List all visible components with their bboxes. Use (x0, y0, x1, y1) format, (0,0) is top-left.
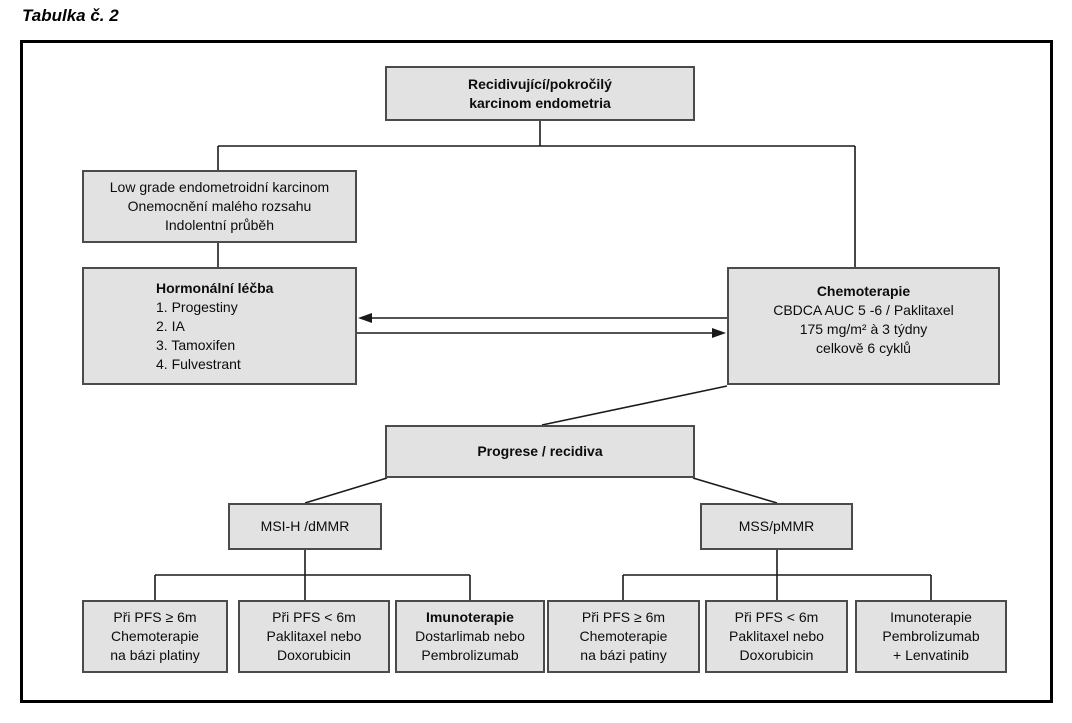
node-text-line: Při PFS ≥ 6m (581, 609, 666, 625)
node-immunotherapy-dostarlimab: Imunoterapie Dostarlimab nebo Pembrolizu… (395, 600, 545, 673)
node-text-line: Chemoterapie (579, 628, 668, 644)
node-text-line: Low grade endometroidní karcinom (109, 179, 330, 195)
node-immunotherapy-pembrolizumab-lenvatinib: Imunoterapie Pembrolizumab + Lenvatinib (855, 600, 1007, 673)
node-progression-recurrence: Progrese / recidiva (385, 425, 695, 478)
node-text-line: Dostarlimab nebo (415, 628, 525, 644)
figure-title: Tabulka č. 2 (22, 6, 119, 25)
node-text-line: 4. Fulvestrant (156, 355, 241, 372)
node-text-line: Pembrolizumab (882, 628, 980, 644)
node-mss-pmmr: MSS/pMMR (700, 503, 853, 550)
node-text-line: Paklitaxel nebo (266, 628, 362, 644)
node-text-line: + Lenvatinib (893, 647, 969, 663)
node-text-line: Pembrolizumab (421, 647, 519, 663)
node-recurrent-advanced-carcinoma: Recidivující/pokročilý karcinom endometr… (385, 66, 695, 121)
node-text-line: CBDCA AUC 5 -6 / Paklitaxel (773, 302, 954, 318)
node-text-line: Při PFS < 6m (272, 609, 356, 625)
node-low-grade-criteria: Low grade endometroidní karcinom Onemocn… (82, 170, 357, 243)
node-text-line: 3. Tamoxifen (156, 336, 236, 353)
node-text-line: Onemocnění malého rozsahu (127, 198, 312, 214)
node-text-line: Doxorubicin (277, 647, 351, 663)
node-text-line: Při PFS < 6m (734, 609, 819, 625)
node-text-line: Při PFS ≥ 6m (113, 609, 197, 625)
node-pfs-ge6m-platinum-left: Při PFS ≥ 6m Chemoterapie na bázi platin… (82, 600, 228, 673)
node-text-line: MSI-H /dMMR (260, 518, 350, 534)
node-text-line: karcinom endometria (469, 94, 611, 111)
node-text-line: Doxorubicin (739, 647, 814, 663)
node-text-line: Paklitaxel nebo (729, 628, 824, 644)
node-pfs-lt6m-paclitaxel-right: Při PFS < 6m Paklitaxel nebo Doxorubicin (705, 600, 848, 673)
node-text-line: Imunoterapie (890, 609, 972, 625)
node-title: Imunoterapie (426, 609, 514, 625)
node-text-line: Recidivující/pokročilý (468, 75, 612, 92)
node-text-line: Indolentní průběh (165, 217, 274, 233)
node-msi-h-dmmr: MSI-H /dMMR (228, 503, 382, 550)
node-chemotherapy: Chemoterapie CBDCA AUC 5 -6 / Paklitaxel… (727, 267, 1000, 385)
node-text-line: MSS/pMMR (738, 518, 815, 534)
node-title: Chemoterapie (816, 283, 911, 299)
node-text-line: 1. Progestiny (156, 298, 238, 315)
node-text-line: celkově 6 cyklů (816, 340, 911, 356)
node-text-line: na bázi platiny (110, 647, 200, 663)
node-title: Hormonální léčba (156, 279, 274, 296)
node-text-line: 175 mg/m² à 3 týdny (799, 321, 928, 337)
node-text-line: 2. IA (156, 317, 185, 334)
node-pfs-ge6m-platinum-right: Při PFS ≥ 6m Chemoterapie na bázi patiny (547, 600, 700, 673)
node-text-line: Chemoterapie (111, 628, 199, 644)
node-hormonal-therapy: Hormonální léčba 1. Progestiny 2. IA 3. … (82, 267, 357, 385)
node-pfs-lt6m-paclitaxel-left: Při PFS < 6m Paklitaxel nebo Doxorubicin (238, 600, 390, 673)
node-text-line: na bázi patiny (580, 647, 667, 663)
node-text-line: Progrese / recidiva (477, 443, 603, 459)
